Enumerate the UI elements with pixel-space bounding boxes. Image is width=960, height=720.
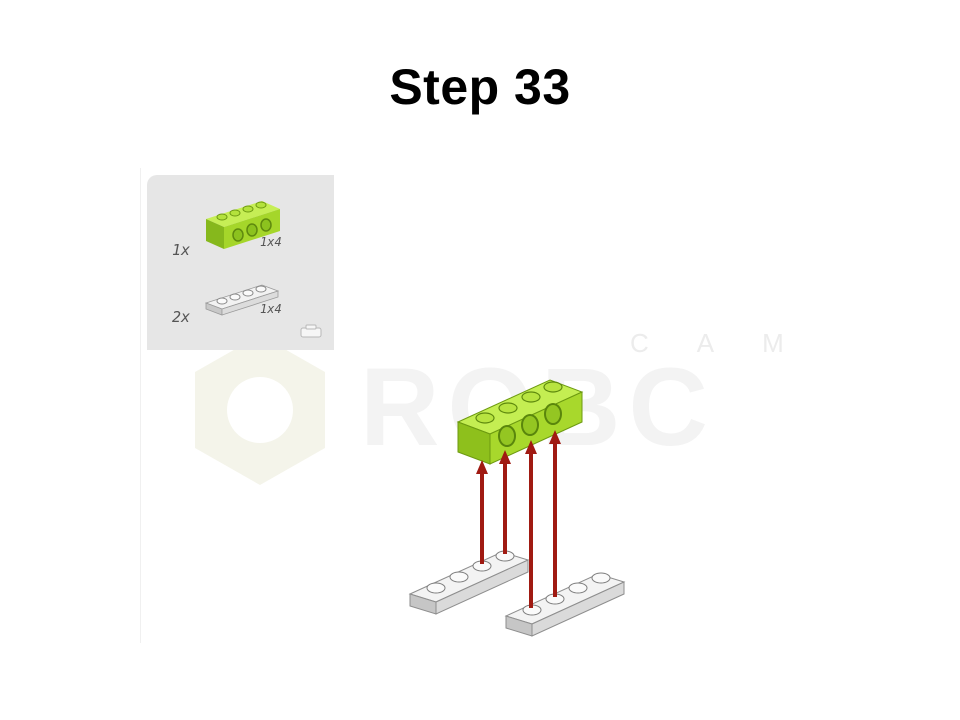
part-row-plate: 2x 1x4 <box>147 265 334 335</box>
part-row-technic-brick: 1x 1x4 <box>147 195 334 265</box>
watermark-tagline: CAMP <box>630 330 830 358</box>
plate-1x4-right <box>504 572 626 637</box>
parts-tray-icon <box>300 324 322 338</box>
assembly-arrows <box>476 430 561 608</box>
parts-list-panel: 1x 1x4 2x 1x4 <box>147 175 334 350</box>
part-quantity: 2x <box>172 308 191 326</box>
part-size: 1x4 <box>260 302 282 316</box>
assembly-illustration <box>408 379 626 637</box>
plate-icon <box>204 284 280 316</box>
part-size: 1x4 <box>260 235 282 249</box>
technic-brick-1x4 <box>456 379 584 465</box>
plate-1x4-left <box>408 550 530 615</box>
frame-divider <box>140 168 141 643</box>
part-quantity: 1x <box>172 241 191 259</box>
page-title: Step 33 <box>389 59 571 115</box>
technic-brick-icon <box>206 201 280 249</box>
